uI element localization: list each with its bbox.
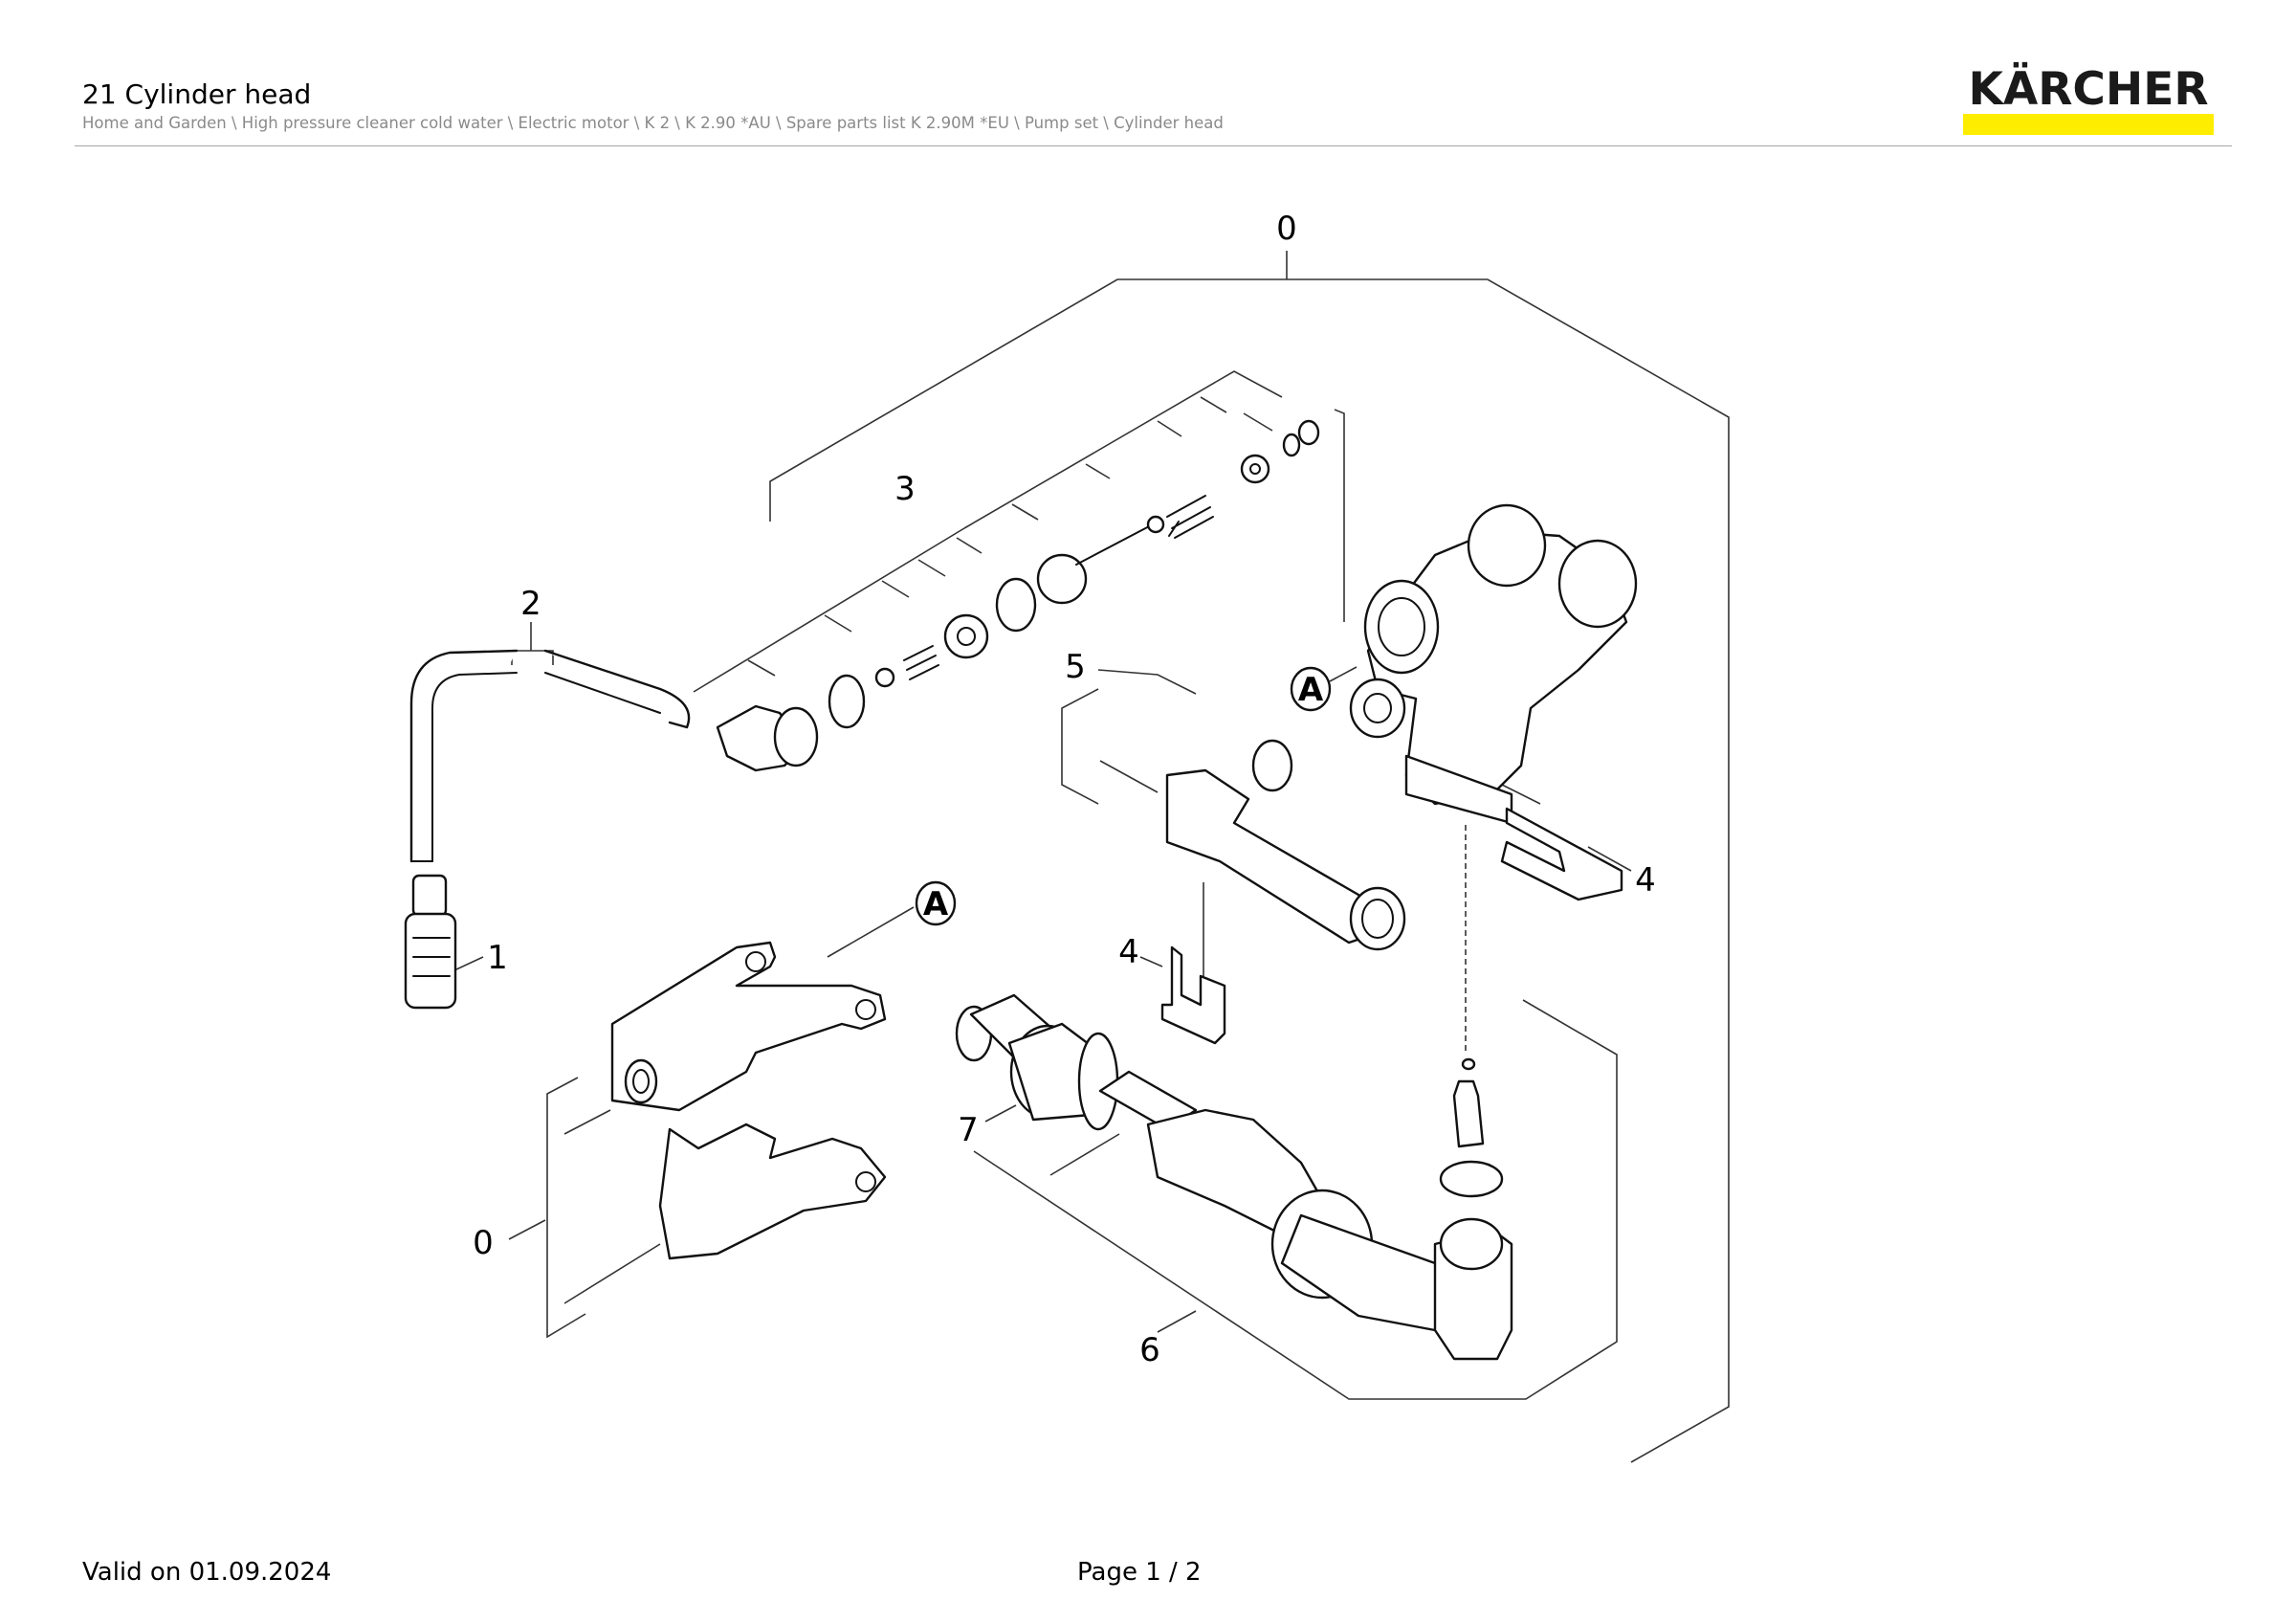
breadcrumb: Home and Garden \ High pressure cleaner … bbox=[82, 114, 1224, 132]
pipe-part-5 bbox=[1165, 768, 1406, 951]
clip-parts bbox=[1160, 807, 1623, 1045]
hose-part bbox=[409, 649, 691, 863]
callout-7: 7 bbox=[958, 1111, 979, 1149]
karcher-logo: KÄRCHER bbox=[1963, 61, 2214, 138]
callout-6: 6 bbox=[1139, 1331, 1160, 1369]
marker-a2-label: A bbox=[923, 885, 949, 923]
callout-0-left: 0 bbox=[473, 1224, 494, 1262]
marker-a1-label: A bbox=[1298, 671, 1324, 709]
logo-wordmark: KÄRCHER bbox=[1968, 63, 2209, 116]
strainer-part bbox=[404, 874, 457, 1010]
header-divider bbox=[75, 145, 2232, 146]
callout-5: 5 bbox=[1065, 648, 1086, 686]
logo-yellow-bar bbox=[1963, 114, 2214, 135]
leader-lines bbox=[441, 251, 1730, 1463]
marker-a1: A bbox=[1290, 666, 1332, 712]
valid-date: Valid on 01.09.2024 bbox=[82, 1558, 332, 1587]
valve-parts-group bbox=[716, 419, 1320, 772]
pipe-part-6 bbox=[1098, 1057, 1513, 1361]
callout-3: 3 bbox=[894, 470, 916, 508]
callout-0-top: 0 bbox=[1276, 210, 1297, 248]
callout-4-right: 4 bbox=[1635, 861, 1656, 900]
callout-1: 1 bbox=[487, 939, 508, 977]
callout-2: 2 bbox=[520, 585, 541, 623]
mounting-bracket bbox=[610, 941, 887, 1260]
cylinder-head-body bbox=[1349, 503, 1638, 825]
callout-4-mid: 4 bbox=[1118, 933, 1139, 971]
oring-5 bbox=[1251, 739, 1293, 792]
coupling-part-7 bbox=[955, 993, 1119, 1131]
page-title: 21 Cylinder head bbox=[82, 78, 312, 110]
marker-a2: A bbox=[915, 880, 957, 926]
page-number: Page 1 / 2 bbox=[1077, 1558, 1202, 1587]
